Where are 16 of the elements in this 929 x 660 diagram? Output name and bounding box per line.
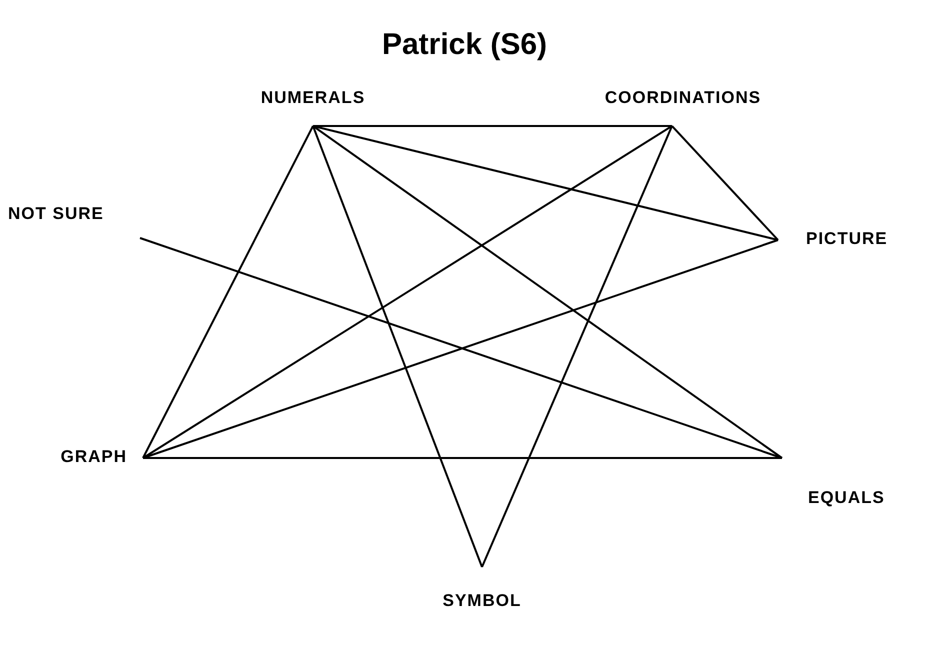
connector-line	[142, 125, 673, 459]
diagram-title: Patrick (S6)	[380, 28, 548, 62]
connector-line	[143, 457, 782, 459]
connector-line	[313, 125, 672, 127]
connector-line	[481, 126, 673, 568]
node-label: EQUALS	[782, 458, 922, 508]
node-label: COORDINATIONS	[588, 88, 778, 126]
connector-line	[312, 126, 483, 568]
connector-line	[312, 125, 783, 459]
connector-line	[142, 126, 314, 458]
node-label: NOT SURE	[8, 204, 140, 238]
node-label: GRAPH	[30, 447, 143, 471]
node-label: NUMERALS	[240, 88, 386, 126]
node-label: SYMBOL	[420, 567, 544, 611]
connector-line	[671, 125, 779, 241]
node-label: PICTURE	[778, 229, 927, 253]
